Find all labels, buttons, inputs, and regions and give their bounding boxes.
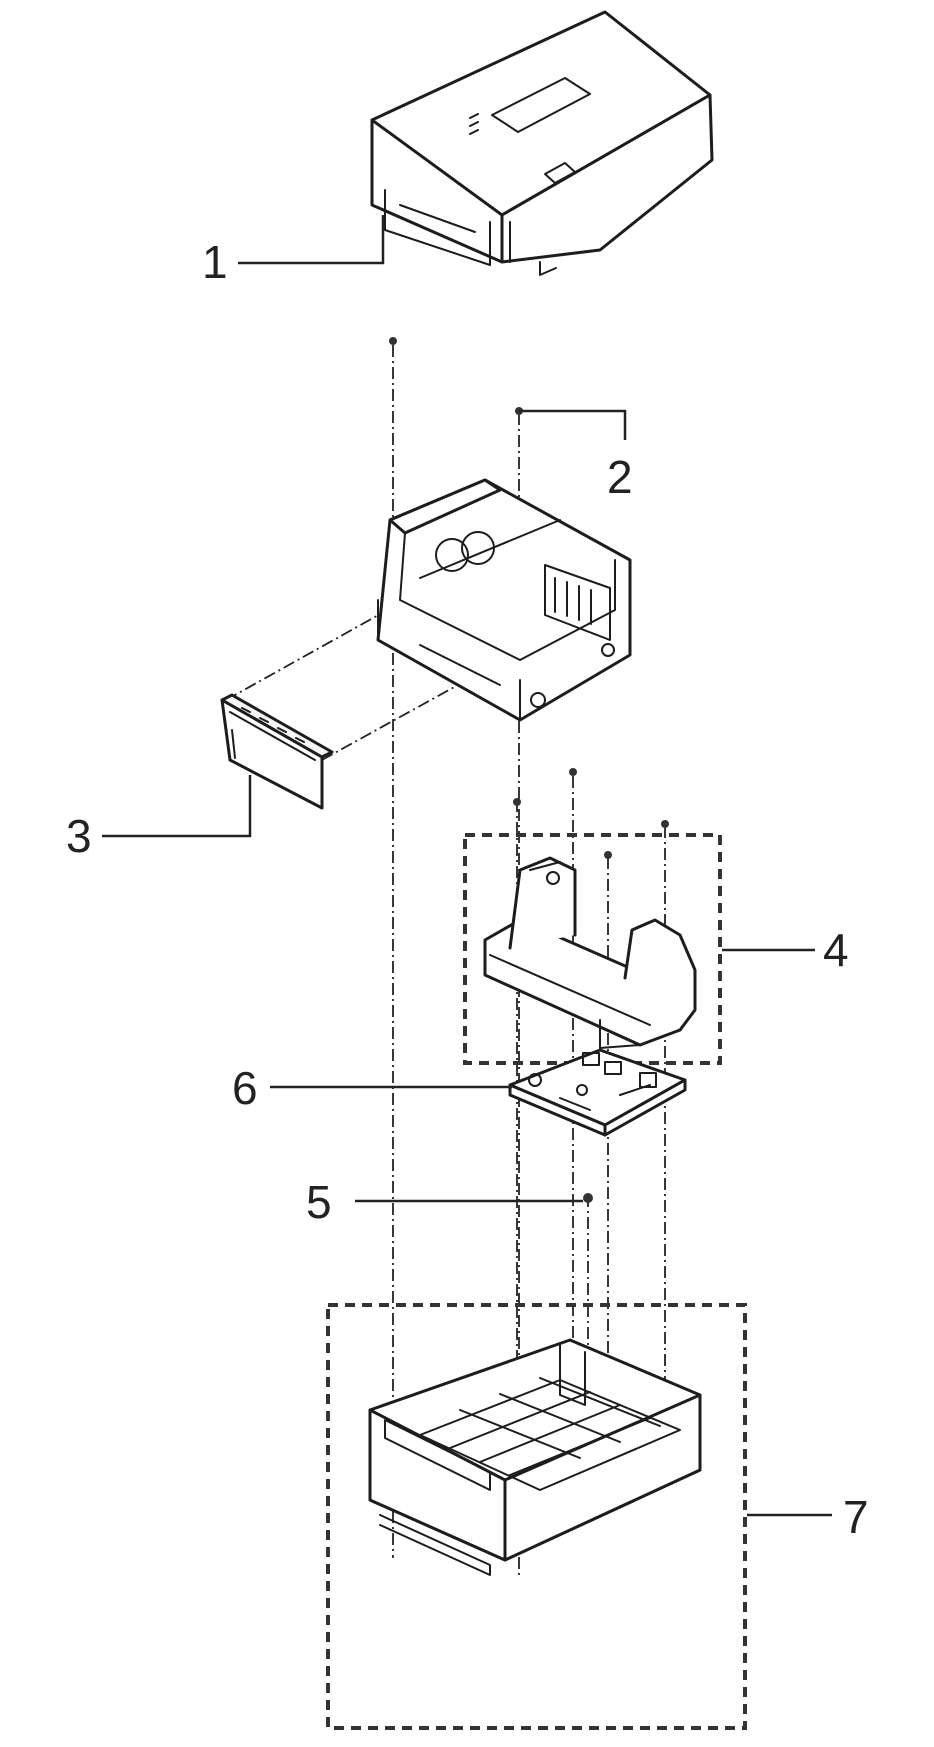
callout-label-6: 6	[232, 1062, 258, 1114]
part-5-screw	[583, 1193, 593, 1203]
callout-5: 5	[306, 1176, 583, 1228]
callout-label-4: 4	[823, 924, 849, 976]
callout-label-5: 5	[306, 1176, 332, 1228]
part-6-circuit-board	[508, 1048, 687, 1137]
callout-label-2: 2	[607, 451, 633, 503]
part-3-front-panel	[220, 693, 334, 810]
callout-4: 4	[722, 924, 849, 976]
callout-2: 2	[519, 409, 633, 503]
callout-3: 3	[66, 775, 252, 862]
callout-1: 1	[202, 215, 385, 288]
callout-6: 6	[232, 1062, 512, 1114]
callout-label-7: 7	[843, 1491, 869, 1543]
callout-label-3: 3	[66, 810, 92, 862]
callout-7: 7	[747, 1491, 869, 1543]
part-7-base	[326, 1303, 747, 1730]
callout-label-1: 1	[202, 236, 228, 288]
part-4-media-holder	[463, 768, 722, 1065]
part-2-print-mechanism	[376, 337, 632, 722]
part-1-top-cover	[370, 10, 714, 276]
